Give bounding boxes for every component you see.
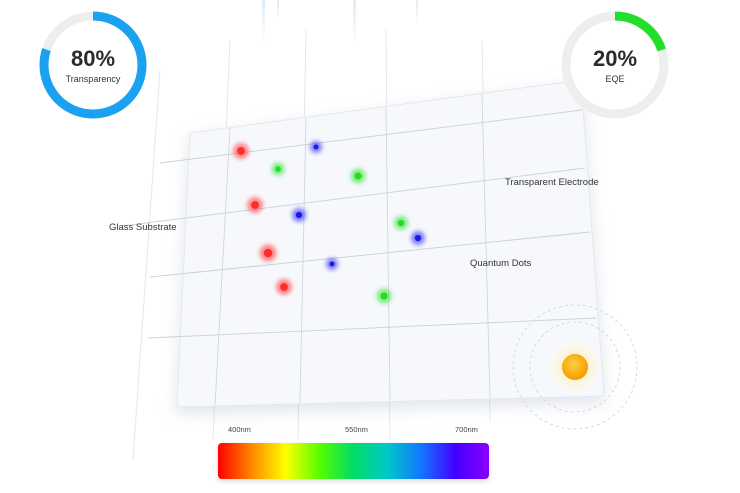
wavelength-700-label: 700nm	[455, 425, 478, 434]
quantum-dot-green	[394, 216, 408, 230]
electrode-label: Transparent Electrode	[505, 177, 599, 188]
transparency-gauge: 80% Transparency	[38, 10, 148, 120]
substrate-label: Glass Substrate	[109, 222, 177, 233]
quantum-dot-green	[271, 162, 285, 176]
transparency-label: Transparency	[65, 74, 121, 84]
eqe-value: 20%	[592, 46, 638, 71]
quantum-dot-red	[233, 143, 249, 159]
quantum-dot-red	[259, 244, 277, 262]
eqe-ring	[561, 11, 669, 119]
quantum-dot-blue	[292, 208, 306, 222]
quantum-dot-blue	[411, 231, 425, 245]
quantum-dot-red	[276, 279, 292, 295]
eqe-label: EQE	[605, 74, 625, 84]
quantum-dots	[233, 141, 425, 304]
transparency-value: 80%	[70, 46, 116, 71]
quantum-dot-green	[376, 288, 392, 304]
quantum-dot-red	[247, 197, 263, 213]
eqe-gauge: 20% EQE	[560, 10, 670, 120]
transparency-ring	[39, 11, 147, 119]
light-source-icon	[512, 304, 638, 430]
quantum-dots-label: Quantum Dots	[470, 258, 532, 269]
quantum-dot-blue	[310, 141, 322, 153]
glass-panel	[121, 79, 605, 408]
light-beams	[262, 0, 418, 45]
wavelength-550-label: 550nm	[345, 425, 368, 434]
wavelength-400-label: 400nm	[228, 425, 251, 434]
quantum-dot-blue	[326, 258, 338, 270]
quantum-dot-green	[350, 168, 366, 184]
spectrum-bar	[218, 443, 489, 479]
